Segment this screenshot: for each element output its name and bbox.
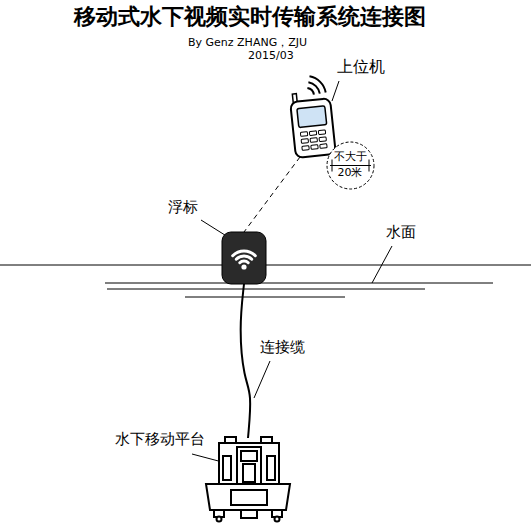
divider-line: [330, 165, 371, 166]
wifi-arc: [240, 261, 248, 263]
platform-part: [241, 451, 257, 461]
platform-hull: [231, 490, 267, 505]
dimension-tick: [368, 159, 369, 171]
signal-wave: [310, 76, 326, 92]
phone-key: [300, 132, 307, 137]
leader-line: [254, 361, 270, 398]
buoy: 浮标: [222, 232, 266, 284]
signal-wave: [307, 88, 314, 95]
wifi-arc: [236, 256, 252, 259]
distance-circle: [327, 142, 374, 189]
leader-line: [201, 220, 228, 237]
wifi-dot: [241, 264, 246, 269]
phone-key: [320, 144, 327, 149]
phone-key: [309, 131, 316, 136]
distance-text: 20米: [338, 167, 363, 180]
platform-foot: [241, 510, 257, 518]
platform-part: [243, 464, 255, 482]
phone-screen: [297, 106, 327, 128]
cable-label: 连接缆: [260, 339, 305, 356]
phone-key: [319, 137, 326, 142]
diagram-title: 移动式水下视频实时传输系统连接图: [74, 4, 426, 29]
host-phone: 上位机: [288, 92, 340, 158]
node-shape: [326, 141, 375, 190]
phone-key: [310, 138, 317, 143]
water-surface-line: [105, 283, 493, 284]
phone-key: [318, 130, 325, 135]
platform-column: [237, 447, 261, 487]
host-label: 上位机: [337, 58, 385, 76]
node-shape: [203, 434, 293, 522]
buoy-label: 浮标: [168, 199, 198, 216]
leader-line: [332, 81, 339, 101]
water-surface-label: 水面: [386, 224, 416, 241]
date-note: 2015/03: [248, 50, 294, 63]
platform-label: 水下移动平台: [115, 431, 205, 448]
buoy-body: [222, 232, 266, 284]
signal-wave: [308, 82, 319, 93]
platform-wheel: [217, 517, 222, 522]
author-note: By Genz ZHANG，ZJU: [188, 37, 307, 50]
wireless-link: [244, 157, 300, 232]
node-shape: [288, 92, 340, 158]
underwater-platform: 水下移动平台: [203, 434, 293, 522]
phone-key: [301, 139, 308, 144]
phone-body: [290, 98, 336, 158]
platform-wheel: [275, 517, 280, 522]
platform-arm: [267, 456, 275, 480]
connection-cable: [241, 284, 251, 438]
phone-key: [311, 145, 318, 150]
dimension-tick: [331, 159, 332, 171]
distance-text: 不大于: [334, 151, 367, 164]
platform-base: [206, 484, 290, 510]
water-surface-line: [185, 297, 345, 298]
platform-arm: [223, 456, 231, 480]
leader-line: [372, 246, 392, 283]
water-surface-line: [107, 289, 425, 290]
distance-callout: 不大于 20米: [326, 141, 375, 190]
phone-key: [302, 146, 309, 151]
wifi-arc: [233, 251, 256, 256]
node-shape: [222, 232, 266, 284]
